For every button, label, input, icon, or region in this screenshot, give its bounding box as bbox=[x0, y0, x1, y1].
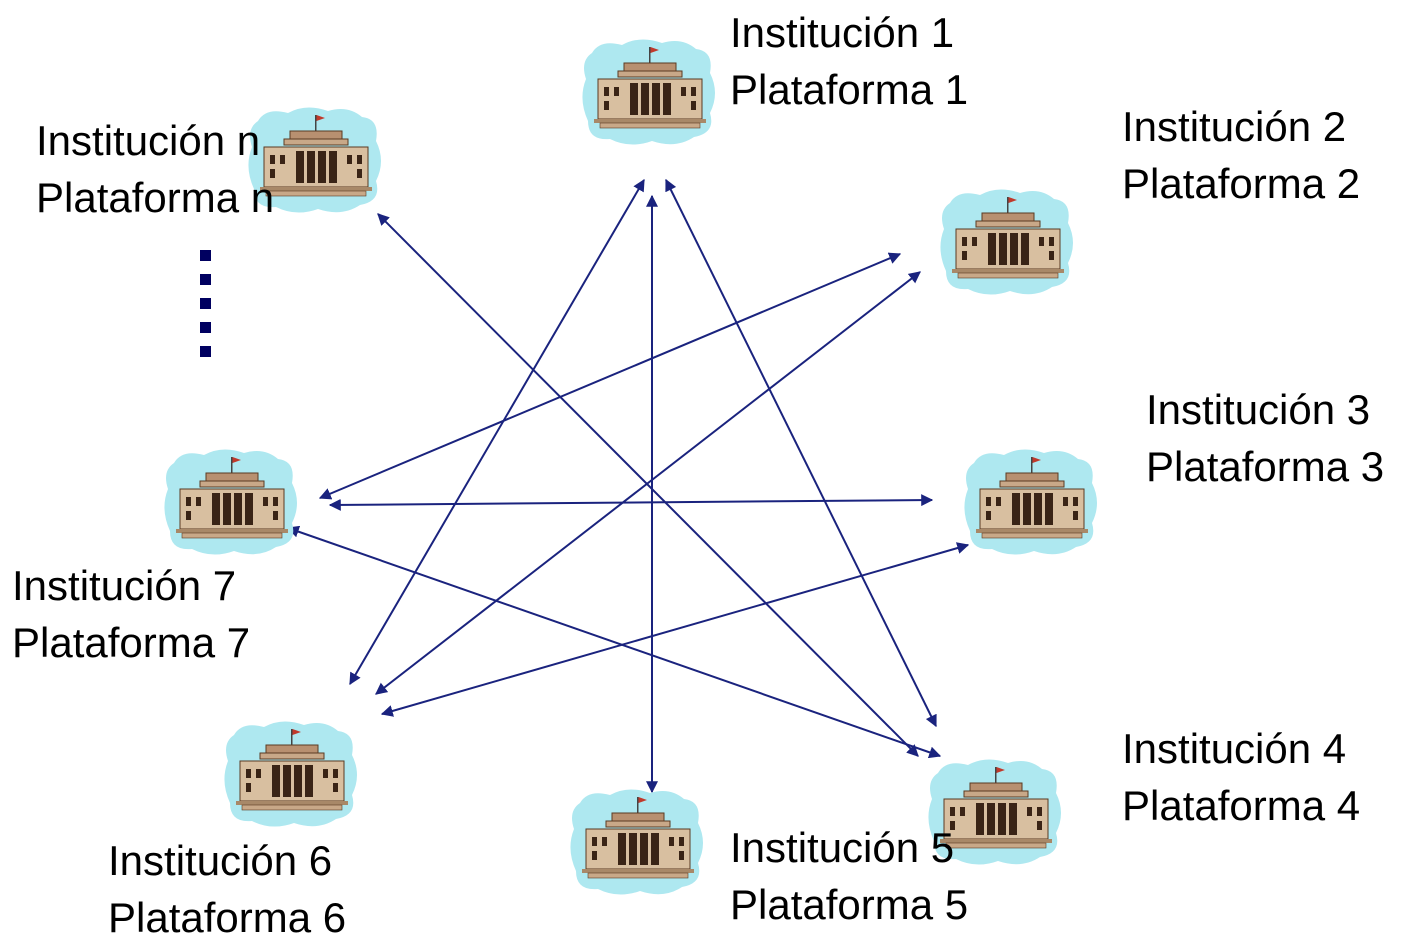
arrow-1-4 bbox=[665, 178, 937, 728]
institucion-label: Institución n bbox=[36, 117, 261, 164]
plataforma-label: Plataforma 3 bbox=[1146, 443, 1385, 490]
plataforma-label: Plataforma n bbox=[36, 174, 275, 221]
dot bbox=[200, 250, 211, 261]
arrow-1-6 bbox=[349, 178, 645, 686]
arrow-4-7 bbox=[286, 525, 942, 759]
plataforma-label: Plataforma 6 bbox=[108, 894, 347, 941]
node-label-n: Institución n Plataforma n bbox=[36, 112, 274, 226]
plataforma-label: Plataforma 5 bbox=[730, 881, 969, 928]
arrow-n-4 bbox=[377, 213, 919, 757]
government-building-icon bbox=[163, 448, 298, 556]
institucion-label: Institución 6 bbox=[108, 837, 333, 884]
node-label-2: Institución 2 Plataforma 2 bbox=[1122, 98, 1360, 212]
arrow-3-6 bbox=[380, 542, 970, 717]
government-building-icon bbox=[939, 188, 1074, 296]
node-label-6: Institución 6 Plataforma 6 bbox=[108, 832, 346, 946]
institucion-label: Institución 1 bbox=[730, 9, 955, 56]
dot bbox=[200, 322, 211, 333]
institucion-label: Institución 4 bbox=[1122, 725, 1347, 772]
plataforma-label: Plataforma 7 bbox=[12, 619, 251, 666]
institucion-label: Institución 5 bbox=[730, 824, 955, 871]
government-building-icon bbox=[963, 448, 1098, 556]
dot bbox=[200, 298, 211, 309]
node-label-1: Institución 1 Plataforma 1 bbox=[730, 4, 968, 118]
arrow-2-6 bbox=[375, 271, 921, 695]
plataforma-label: Plataforma 4 bbox=[1122, 782, 1361, 829]
arrow-2-7 bbox=[318, 252, 902, 500]
plataforma-label: Plataforma 2 bbox=[1122, 160, 1361, 207]
node-label-4: Institución 4 Plataforma 4 bbox=[1122, 720, 1360, 834]
government-building-icon bbox=[569, 788, 704, 896]
plataforma-label: Plataforma 1 bbox=[730, 66, 969, 113]
government-building-icon bbox=[223, 720, 358, 828]
node-label-5: Institución 5 Plataforma 5 bbox=[730, 819, 968, 933]
institucion-label: Institución 3 bbox=[1146, 386, 1371, 433]
dot bbox=[200, 274, 211, 285]
institucion-label: Institución 7 bbox=[12, 562, 237, 609]
dot bbox=[200, 346, 211, 357]
arrow-3-7 bbox=[328, 494, 934, 511]
node-label-3: Institución 3 Plataforma 3 bbox=[1146, 381, 1384, 495]
node-label-7: Institución 7 Plataforma 7 bbox=[12, 557, 250, 671]
more-nodes-ellipsis bbox=[200, 250, 214, 370]
government-building-icon bbox=[581, 38, 716, 146]
institucion-label: Institución 2 bbox=[1122, 103, 1347, 150]
